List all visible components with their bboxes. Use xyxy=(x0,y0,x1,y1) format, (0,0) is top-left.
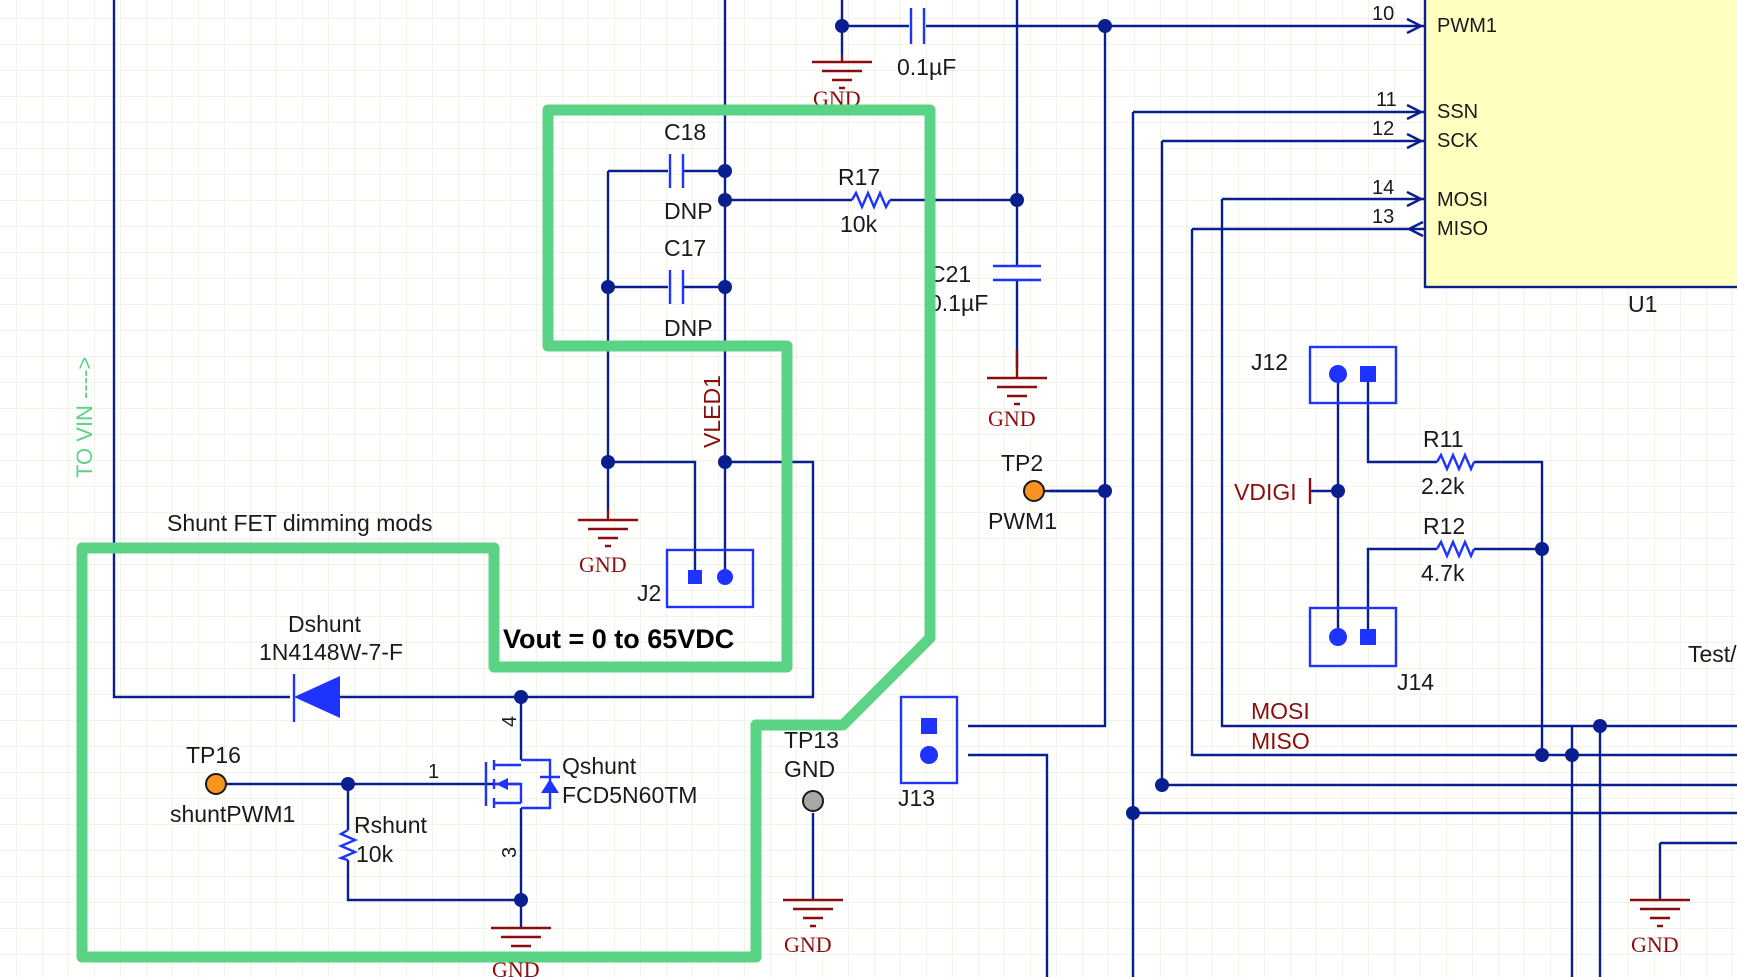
connector-j12[interactable]: J12 xyxy=(1251,345,1398,405)
c-top-value: 0.1µF xyxy=(897,54,956,80)
wires xyxy=(112,0,1737,977)
connector-j2[interactable]: J2 xyxy=(637,548,755,609)
j14-ref: J14 xyxy=(1397,669,1434,695)
pin-number-11: 11 xyxy=(1376,89,1397,111)
mosfet-qshunt[interactable]: 1 4 3 Qshunt FCD5N60TM xyxy=(428,716,697,858)
ground-symbol-tp13: GND xyxy=(783,898,843,957)
connector-j13[interactable]: J13 xyxy=(898,695,959,811)
to-vin-annotation: TO VIN ----> xyxy=(72,357,97,478)
resistor-r11[interactable]: R11 2.2k xyxy=(1421,426,1476,499)
c21-ref: C21 xyxy=(929,261,971,287)
qshunt-pin-drain: 4 xyxy=(499,716,521,727)
test-net-label: Test/ xyxy=(1688,641,1737,667)
qshunt-value: FCD5N60TM xyxy=(562,782,697,808)
r12-ref: R12 xyxy=(1423,513,1465,539)
capacitor-c17[interactable]: C17 DNP xyxy=(664,235,713,341)
test-point-tp13[interactable]: TP13 GND xyxy=(784,727,839,812)
r12-value: 4.7k xyxy=(1421,560,1465,586)
pin-name-sck: SCK xyxy=(1437,130,1479,152)
test-point-tp16[interactable]: TP16 shuntPWM1 xyxy=(170,742,295,827)
gnd-label: GND xyxy=(988,406,1036,431)
mosi-net-label: MOSI xyxy=(1251,698,1310,724)
ground-symbol-c21: GND xyxy=(987,350,1047,431)
capacitor-top[interactable]: 0.1µF xyxy=(897,8,956,80)
miso-net-label: MISO xyxy=(1251,728,1310,754)
pin-name-ssn: SSN xyxy=(1437,101,1478,123)
c18-ref: C18 xyxy=(664,119,706,145)
capacitor-c18[interactable]: C18 DNP xyxy=(664,119,713,224)
ground-symbol-c17: GND xyxy=(578,510,638,577)
diode-dshunt[interactable]: Dshunt 1N4148W-7-F xyxy=(259,611,403,722)
u1-ic[interactable]: U1 xyxy=(1423,0,1737,317)
resistor-r17[interactable]: R17 10k xyxy=(838,164,892,237)
vout-annotation: Vout = 0 to 65VDC xyxy=(503,624,734,654)
tp16-net: shuntPWM1 xyxy=(170,801,295,827)
vdigi-port: VDIGI xyxy=(1234,478,1312,505)
tp16-ref: TP16 xyxy=(186,742,241,768)
resistor-r12[interactable]: R12 4.7k xyxy=(1421,513,1476,586)
ground-symbol-right: GND xyxy=(1630,898,1690,957)
r17-ref: R17 xyxy=(838,164,880,190)
resistor-rshunt[interactable]: Rshunt 10k xyxy=(337,812,427,867)
tp13-net: GND xyxy=(784,756,835,782)
gnd-label: GND xyxy=(1631,932,1679,957)
rshunt-ref: Rshunt xyxy=(354,812,427,838)
connector-j14[interactable]: J14 xyxy=(1308,606,1434,695)
c17-ref: C17 xyxy=(664,235,706,261)
pin-name-pwm1: PWM1 xyxy=(1437,15,1497,37)
tp13-ref: TP13 xyxy=(784,727,839,753)
capacitor-c21[interactable]: C21 0.1µF xyxy=(929,261,1041,316)
qshunt-pin-source: 3 xyxy=(499,847,521,858)
r17-value: 10k xyxy=(840,211,878,237)
test-point-tp2[interactable]: TP2 PWM1 xyxy=(988,450,1057,534)
r11-value: 2.2k xyxy=(1421,473,1465,499)
pin-name-mosi: MOSI xyxy=(1437,189,1488,211)
r11-ref: R11 xyxy=(1423,426,1464,452)
pin-number-13: 13 xyxy=(1372,206,1394,228)
tp2-ref: TP2 xyxy=(1001,450,1043,476)
j13-ref: J13 xyxy=(898,785,935,811)
pin-number-14: 14 xyxy=(1372,177,1394,199)
c18-value: DNP xyxy=(664,198,713,224)
gnd-label: GND xyxy=(579,552,627,577)
c21-value: 0.1µF xyxy=(929,290,988,316)
shunt-section-title: Shunt FET dimming mods xyxy=(167,510,432,536)
vled1-net-label: VLED1 xyxy=(699,375,725,448)
vdigi-label: VDIGI xyxy=(1234,479,1297,505)
junctions xyxy=(341,19,1607,907)
qshunt-ref: Qshunt xyxy=(562,753,637,779)
pin-number-10: 10 xyxy=(1372,3,1394,25)
highlight-outlines xyxy=(76,104,936,963)
gnd-label: GND xyxy=(784,932,832,957)
pin-number-12: 12 xyxy=(1372,118,1394,140)
dshunt-value: 1N4148W-7-F xyxy=(259,639,403,665)
c17-value: DNP xyxy=(664,315,713,341)
u1-ref: U1 xyxy=(1628,291,1657,317)
pin-name-miso: MISO xyxy=(1437,218,1488,240)
u1-pins: 10 PWM1 11 SSN 12 SCK 14 MOSI 13 MISO xyxy=(1105,3,1497,240)
rshunt-value: 10k xyxy=(356,841,394,867)
j12-ref: J12 xyxy=(1251,349,1288,375)
dshunt-ref: Dshunt xyxy=(288,611,361,637)
tp2-net: PWM1 xyxy=(988,508,1057,534)
j2-ref: J2 xyxy=(637,580,661,606)
qshunt-pin-gate: 1 xyxy=(428,761,439,783)
